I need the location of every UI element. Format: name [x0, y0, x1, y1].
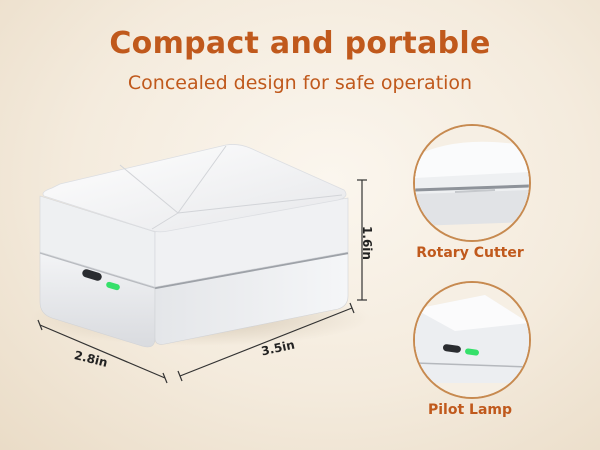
- lid-fold-lines: [119, 145, 343, 230]
- pilot-lamp-label: Pilot Lamp: [427, 402, 513, 418]
- depth-dimension-line: [177, 302, 355, 382]
- height-label: 1.6in: [359, 226, 374, 260]
- height-dimension-line: [357, 179, 367, 301]
- rotary-cutter-label: Rotary Cutter: [416, 245, 524, 261]
- paper-slot: [154, 251, 349, 290]
- rotary-cutter-zoom: [413, 124, 531, 242]
- pilot-lamp-zoom: [413, 281, 531, 399]
- pilot-lamp: [106, 281, 120, 291]
- usb-port: [82, 269, 102, 281]
- printer-base-front: [39, 251, 156, 348]
- headline: Compact and portable: [109, 26, 491, 61]
- printer-base-right: [154, 251, 349, 345]
- lid-top: [42, 144, 347, 233]
- subheadline: Concealed design for safe operation: [127, 72, 473, 94]
- width-dimension-line: [37, 319, 168, 384]
